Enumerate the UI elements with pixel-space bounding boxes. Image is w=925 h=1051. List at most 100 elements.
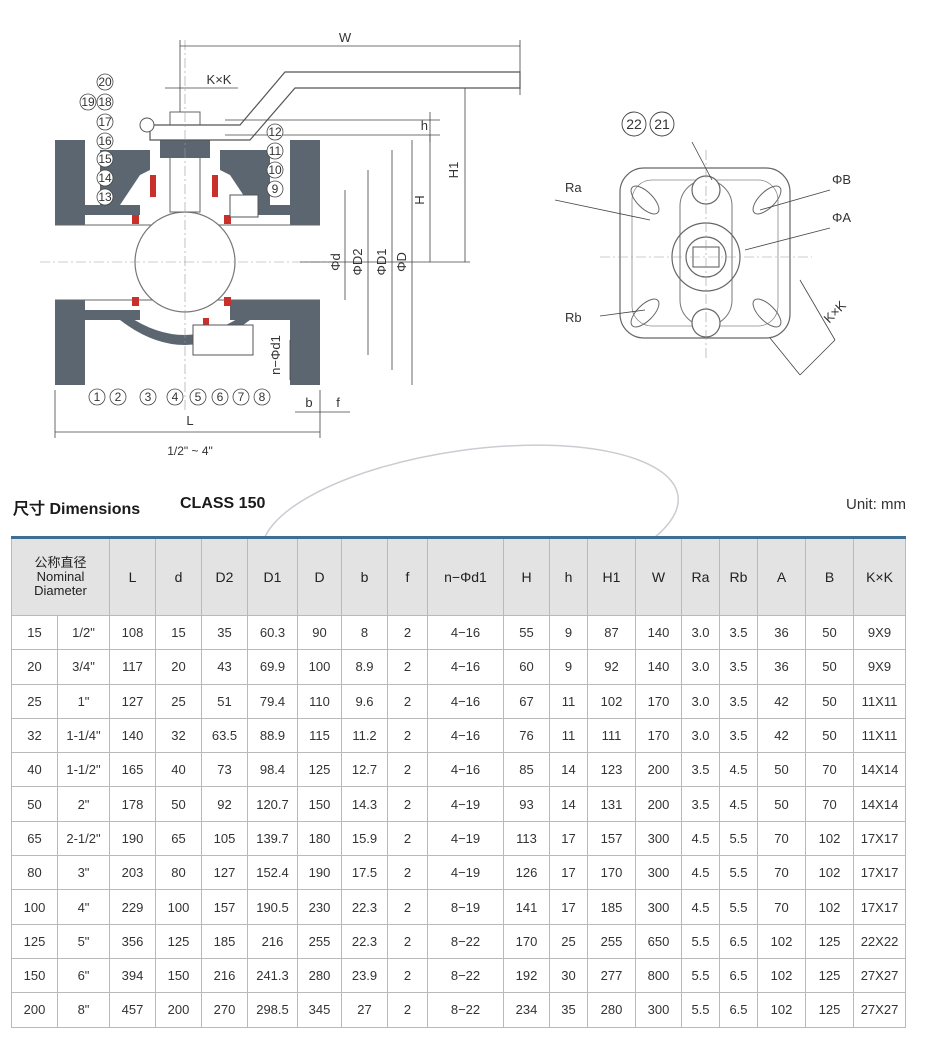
table-cell: 140 bbox=[635, 614, 682, 651]
table-cell: 98.4 bbox=[247, 752, 298, 788]
width-label: W bbox=[339, 30, 352, 45]
table-cell: 3.0 bbox=[681, 717, 720, 754]
table-cell: 170 bbox=[587, 855, 636, 891]
table-cell: 15 bbox=[11, 614, 58, 651]
table-cell: 42 bbox=[757, 717, 806, 754]
table-cell: 22X22 bbox=[853, 923, 906, 959]
table-cell: 170 bbox=[635, 683, 682, 719]
table-cell: 150 bbox=[11, 957, 58, 994]
table-cell: 1" bbox=[57, 683, 110, 719]
table-cell: 90 bbox=[297, 614, 342, 651]
table-cell: 17X17 bbox=[853, 889, 906, 925]
column-header: Ra bbox=[681, 536, 720, 616]
table-cell: 4" bbox=[57, 889, 110, 925]
column-header: f bbox=[387, 536, 428, 616]
column-header: B bbox=[805, 536, 854, 616]
table-cell: 70 bbox=[805, 786, 854, 822]
table-cell: 100 bbox=[11, 889, 58, 925]
part-number: 6 bbox=[217, 390, 224, 404]
table-cell: 50 bbox=[757, 752, 806, 788]
h-small-label: h bbox=[421, 118, 428, 133]
part-number: 5 bbox=[195, 390, 202, 404]
table-cell: 125 bbox=[155, 923, 202, 959]
header-cell: Diameter bbox=[34, 583, 87, 598]
table-cell: 8.9 bbox=[341, 649, 388, 685]
rb-label: Rb bbox=[565, 310, 582, 325]
kxk-label: K×K bbox=[207, 72, 232, 87]
part-number: 21 bbox=[654, 116, 670, 132]
column-header: L bbox=[109, 536, 156, 616]
table-cell: 2 bbox=[387, 855, 428, 891]
column-header: D1 bbox=[247, 536, 298, 616]
table-cell: 300 bbox=[635, 820, 682, 857]
table-cell: 3.5 bbox=[681, 786, 720, 822]
table-cell: 42 bbox=[757, 683, 806, 719]
table-cell: 63.5 bbox=[201, 717, 248, 754]
table-cell: 85 bbox=[503, 752, 550, 788]
table-cell: 69.9 bbox=[247, 649, 298, 685]
table-cell: 131 bbox=[587, 786, 636, 822]
table-cell: 125 bbox=[805, 992, 854, 1028]
table-cell: 4−16 bbox=[427, 717, 504, 754]
table-cell: 100 bbox=[155, 889, 202, 925]
table-cell: 4−19 bbox=[427, 820, 504, 857]
table-cell: 3.5 bbox=[681, 752, 720, 788]
table-cell: 15.9 bbox=[341, 820, 388, 857]
table-cell: 67 bbox=[503, 683, 550, 719]
side-section-view bbox=[40, 40, 521, 410]
part-number: 17 bbox=[98, 115, 112, 129]
table-cell: 127 bbox=[109, 683, 156, 719]
table-cell: 17 bbox=[549, 855, 588, 891]
table-cell: 70 bbox=[757, 855, 806, 891]
table-cell: 70 bbox=[757, 820, 806, 857]
table-cell: 2 bbox=[387, 614, 428, 651]
part-number: 18 bbox=[98, 95, 112, 109]
table-cell: 102 bbox=[757, 957, 806, 994]
table-cell: 23.9 bbox=[341, 957, 388, 994]
table-cell: 8" bbox=[57, 992, 110, 1028]
table-cell: 11X11 bbox=[853, 717, 906, 754]
table-cell: 17X17 bbox=[853, 855, 906, 891]
table-cell: 125 bbox=[297, 752, 342, 788]
table-cell: 5" bbox=[57, 923, 110, 959]
table-cell: 43 bbox=[201, 649, 248, 685]
l-label: L bbox=[186, 413, 193, 428]
table-cell: 192 bbox=[503, 957, 550, 994]
part-number: 1 bbox=[94, 390, 101, 404]
size-range-label: 1/2" ~ 4" bbox=[167, 444, 213, 458]
part-number: 2 bbox=[115, 390, 122, 404]
table-cell: 79.4 bbox=[247, 683, 298, 719]
table-cell: 200 bbox=[155, 992, 202, 1028]
table-cell: 150 bbox=[297, 786, 342, 822]
table-cell: 11.2 bbox=[341, 717, 388, 754]
table-cell: 140 bbox=[635, 649, 682, 685]
table-cell: 8 bbox=[341, 614, 388, 651]
nd1-label: n−Φd1 bbox=[268, 335, 283, 375]
table-cell: 650 bbox=[635, 923, 682, 959]
table-cell: 3.5 bbox=[719, 683, 758, 719]
table-cell: 4−16 bbox=[427, 752, 504, 788]
part-number: 4 bbox=[172, 390, 179, 404]
table-cell: 139.7 bbox=[247, 820, 298, 857]
table-cell: 277 bbox=[587, 957, 636, 994]
table-cell: 178 bbox=[109, 786, 156, 822]
table-cell: 255 bbox=[587, 923, 636, 959]
table-cell: 22.3 bbox=[341, 889, 388, 925]
table-cell: 20 bbox=[11, 649, 58, 685]
table-cell: 17.5 bbox=[341, 855, 388, 891]
table-cell: 108 bbox=[109, 614, 156, 651]
table-cell: 4.5 bbox=[719, 786, 758, 822]
table-cell: 170 bbox=[635, 717, 682, 754]
table-cell: 32 bbox=[11, 717, 58, 754]
table-cell: 5.5 bbox=[681, 923, 720, 959]
table-cell: 8−22 bbox=[427, 992, 504, 1028]
h-label: H bbox=[412, 195, 427, 204]
column-header: H1 bbox=[587, 536, 636, 616]
table-cell: 76 bbox=[503, 717, 550, 754]
header-cell: Nominal bbox=[36, 569, 85, 584]
table-cell: 185 bbox=[587, 889, 636, 925]
